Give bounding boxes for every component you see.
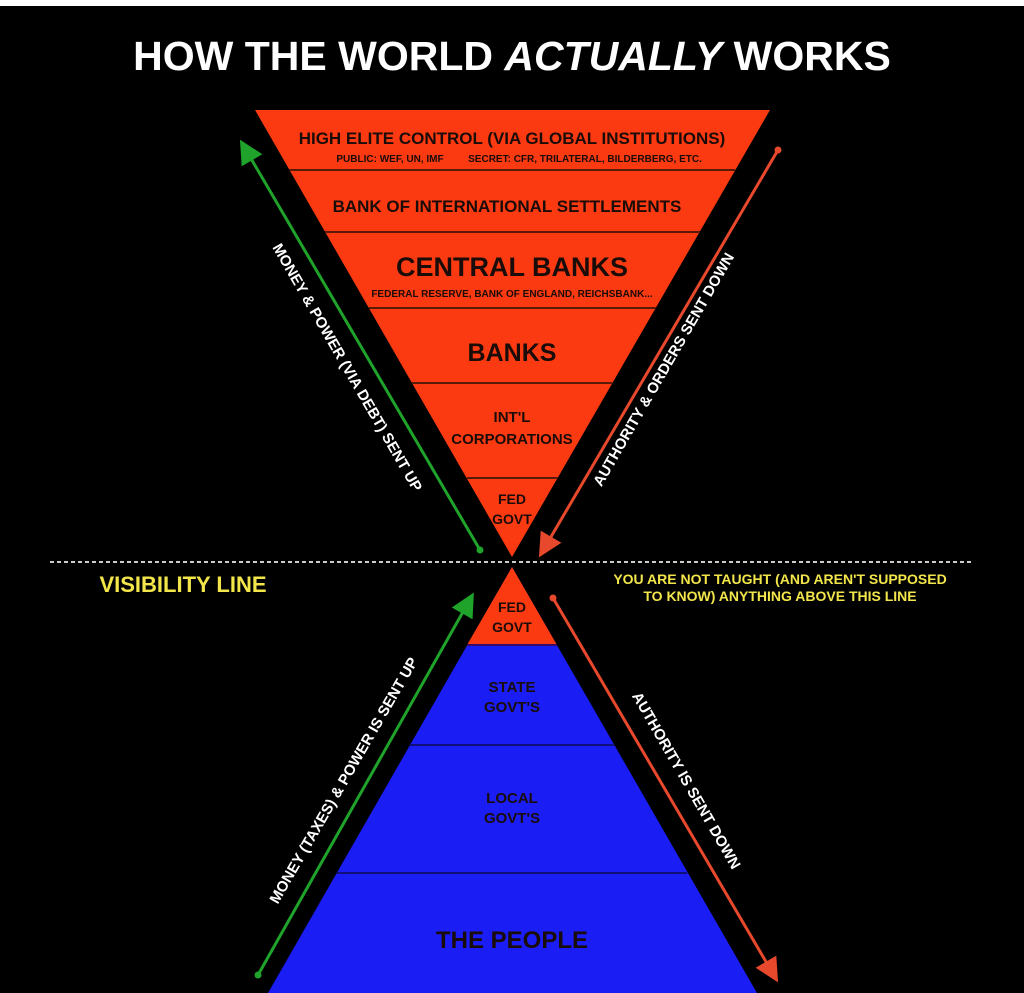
tier-the-people: THE PEOPLE [436, 927, 588, 954]
visibility-label: VISIBILITY LINE [99, 572, 266, 597]
tier-state-1: STATE [489, 679, 536, 696]
tier-high-elite-secret: SECRET: CFR, TRILATERAL, BILDERBERG, ETC… [468, 154, 702, 165]
lower-left-arrow-tail [254, 971, 262, 979]
tier-corporations-1: INT'L [494, 409, 531, 426]
lower-pyramid [268, 567, 757, 993]
tier-fed-govt-lower-2: GOVT [492, 619, 532, 635]
lower-right-arrow-down [551, 597, 779, 983]
upper-labels: HIGH ELITE CONTROL (VIA GLOBAL INSTITUTI… [299, 129, 726, 527]
tier-high-elite: HIGH ELITE CONTROL (VIA GLOBAL INSTITUTI… [299, 129, 726, 148]
lower-labels: FED GOVT STATE GOVT'S LOCAL GOVT'S THE P… [436, 599, 588, 954]
tier-local-1: LOCAL [486, 790, 538, 807]
tier-fed-govt-upper-2: GOVT [492, 511, 532, 527]
tier-banks: BANKS [468, 339, 557, 367]
lower-pyramid-fed-tier [467, 567, 557, 645]
tier-central-banks-sub: FEDERAL RESERVE, BANK OF ENGLAND, REICHS… [371, 289, 653, 300]
upper-pyramid [255, 110, 770, 557]
lower-band-dividers [337, 644, 687, 874]
tier-fed-govt-upper-1: FED [498, 491, 526, 507]
upper-left-arrow-tail [476, 546, 484, 554]
upper-left-arrow-up [239, 139, 482, 551]
visibility-note-2: TO KNOW) ANYTHING ABOVE THIS LINE [643, 588, 916, 604]
upper-band-dividers [289, 169, 735, 479]
lower-left-arrow-up [256, 592, 474, 976]
tier-fed-govt-lower-1: FED [498, 599, 526, 615]
tier-local-2: GOVT'S [484, 810, 540, 827]
tier-bis: BANK OF INTERNATIONAL SETTLEMENTS [333, 197, 682, 216]
top-border [0, 0, 1024, 6]
upper-right-arrow-down [538, 149, 780, 558]
tier-corporations-2: CORPORATIONS [451, 431, 572, 448]
upper-right-arrow-tail [774, 146, 782, 154]
lower-right-arrow-tail [549, 594, 557, 602]
tier-central-banks: CENTRAL BANKS [396, 252, 628, 282]
title: HOW THE WORLD ACTUALLY WORKS [133, 33, 891, 79]
visibility-note-1: YOU ARE NOT TAUGHT (AND AREN'T SUPPOSED [613, 571, 946, 587]
tier-state-2: GOVT'S [484, 699, 540, 716]
tier-high-elite-public: PUBLIC: WEF, UN, IMF [336, 154, 443, 165]
